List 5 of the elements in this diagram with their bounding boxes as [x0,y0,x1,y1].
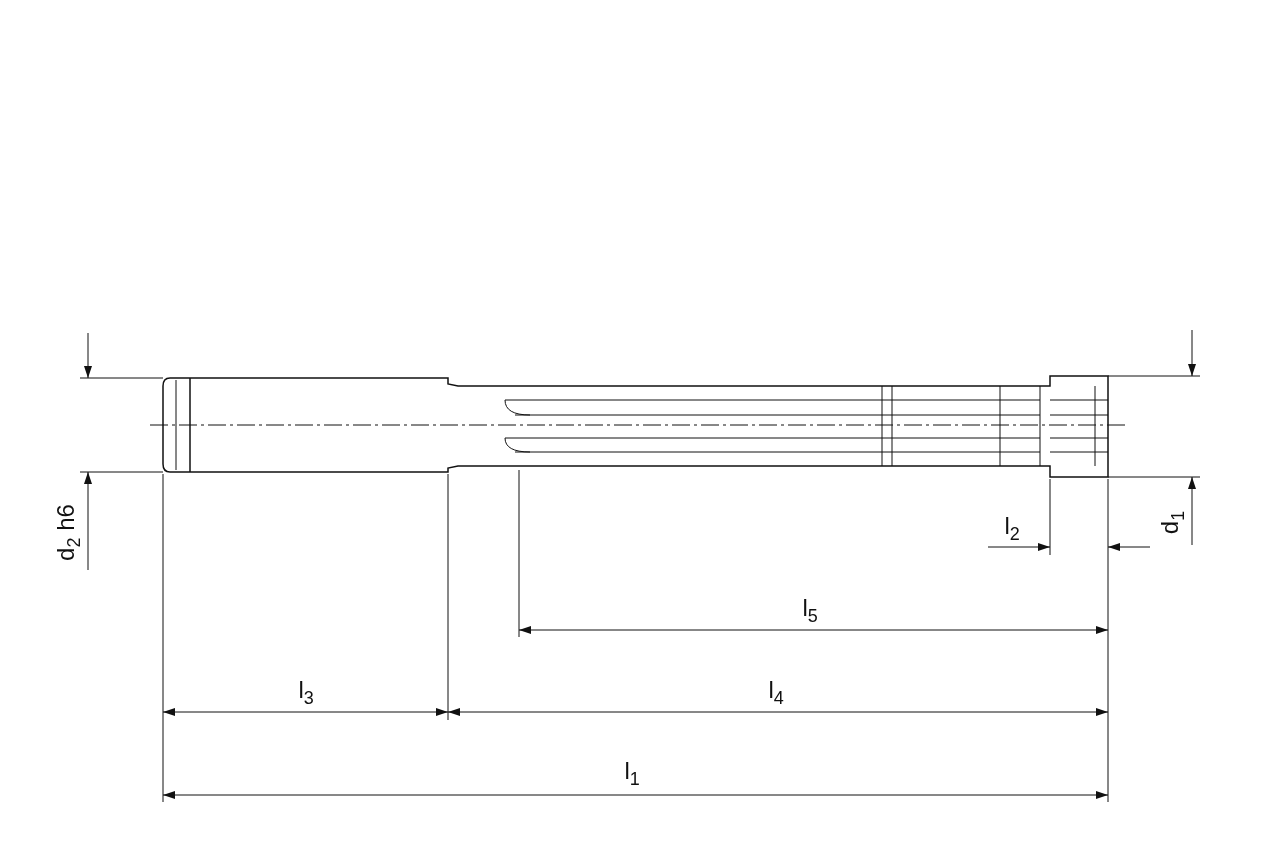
dimension-label: l$_{2}$ [1004,513,1020,543]
dimension-label: l$_{3}$ [298,677,314,707]
dimension-label: l$_{1}$ [624,758,640,788]
dimension-label: l$_{4}$ [768,677,784,707]
dimension-label: l$_{5}$ [802,595,818,625]
